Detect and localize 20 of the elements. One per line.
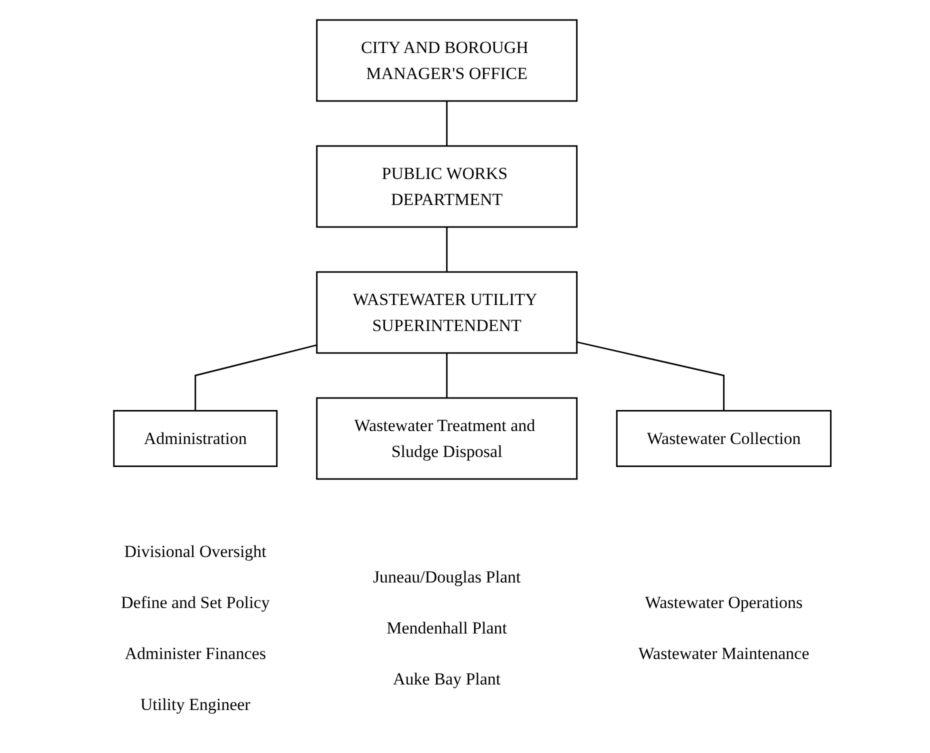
- node-label: Administer Finances: [124, 644, 266, 664]
- node-box: Wastewater Treatment and Sludge Disposal: [316, 398, 578, 480]
- node-box: WASTEWATER UTILITY SUPERINTENDENT: [316, 272, 578, 354]
- node-box: Wastewater Collection: [616, 410, 832, 468]
- connector: [446, 353, 448, 398]
- node-box: PUBLIC WORKS DEPARTMENT: [316, 146, 578, 228]
- node-label: Mendenhall Plant: [386, 618, 507, 638]
- node-label: Wastewater Operations: [644, 593, 803, 612]
- connector: [576, 342, 724, 411]
- node-label: Define and Set Policy: [120, 593, 270, 612]
- node-label: Divisional Oversight: [124, 542, 266, 562]
- connector: [446, 227, 448, 272]
- connector: [446, 101, 448, 146]
- connector: [194, 344, 317, 411]
- node-box: Administration: [113, 410, 278, 468]
- node-label: Juneau/Douglas Plant: [372, 568, 521, 587]
- node-box: CITY AND BOROUGH MANAGER'S OFFICE: [316, 20, 578, 102]
- node-label: Auke Bay Plant: [392, 670, 501, 689]
- node-label: Utility Engineer: [140, 695, 250, 714]
- node-label: Wastewater Maintenance: [638, 644, 810, 664]
